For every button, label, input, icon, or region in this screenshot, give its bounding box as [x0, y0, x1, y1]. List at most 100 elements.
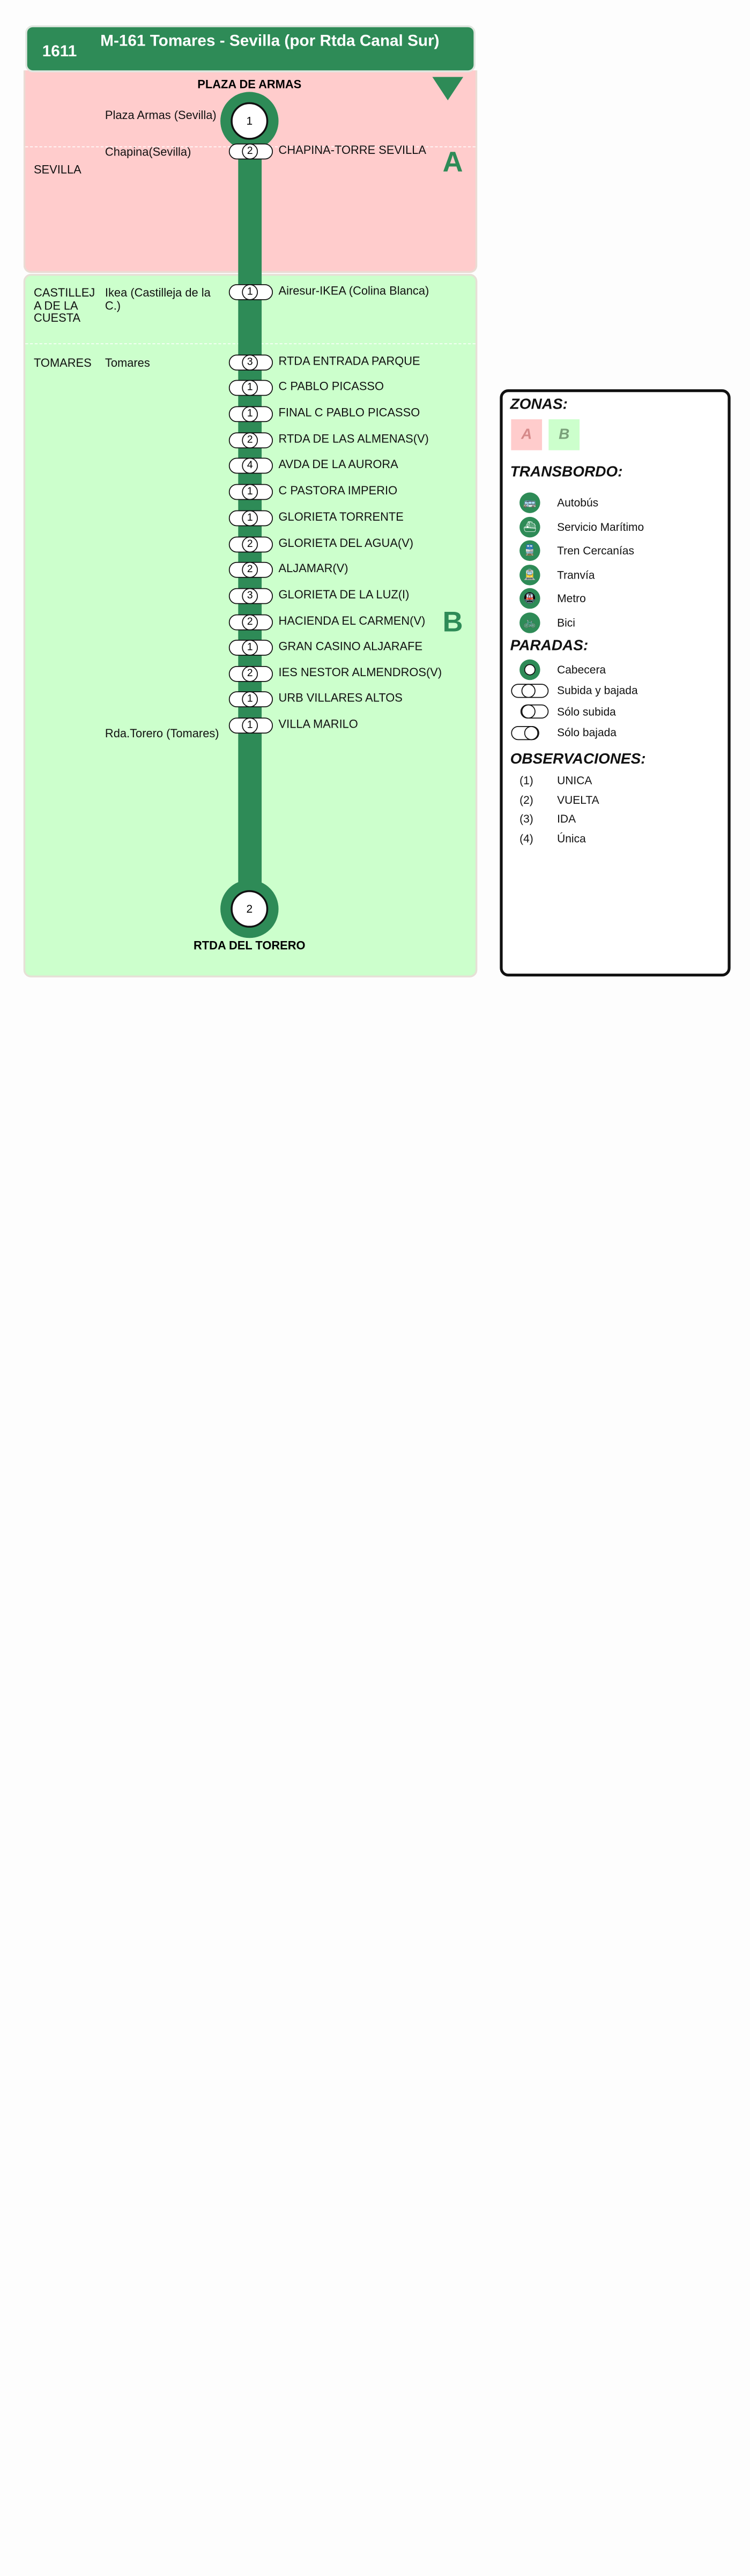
stop-observation-number: 1	[242, 379, 258, 396]
stop-observation-number: 1	[242, 691, 258, 707]
stop-observation-number: 4	[242, 457, 258, 473]
stop-name: URB VILLARES ALTOS	[278, 691, 403, 705]
legend-transbordo-label: Tren Cercanías	[557, 544, 634, 558]
stop-marker: 1	[228, 639, 273, 656]
solo-subida-icon	[520, 704, 549, 719]
bus-icon: 🚌	[519, 492, 540, 513]
legend-parada-label: Subida y bajada	[557, 684, 638, 697]
cabecera-icon	[519, 659, 540, 680]
stop-name: HACIENDA EL CARMEN(V)	[278, 614, 426, 628]
legend-transbordo-label: Metro	[557, 591, 586, 605]
locality-label: Plaza Armas (Sevilla)	[105, 108, 217, 122]
municipality-label: TOMARES	[33, 356, 92, 370]
stop-name: FINAL C PABLO PICASSO	[278, 406, 420, 419]
municipality-label: SEVILLA	[33, 163, 81, 176]
stop-observation-number: 2	[242, 613, 258, 630]
stop-name: Airesur-IKEA (Colina Blanca)	[278, 284, 429, 298]
start-terminal-marker: 1	[220, 92, 279, 150]
route-title: M-161 Tomares - Sevilla (por Rtda Canal …	[100, 32, 440, 50]
legend-transbordo-label: Autobús	[557, 496, 599, 509]
stop-name: VILLA MARILO	[278, 717, 358, 731]
legend-paradas-title: PARADAS:	[510, 638, 589, 654]
legend-transbordo-label: Tranvía	[557, 568, 595, 582]
legend-zonas-title: ZONAS:	[510, 396, 568, 413]
stop-marker: 2	[228, 561, 273, 578]
stop-observation-number: 1	[242, 639, 258, 655]
observacion-label: IDA	[557, 812, 576, 826]
municipality-label: CASTILLEJ A DE LA CUESTA	[33, 286, 95, 325]
stop-marker: 3	[228, 354, 273, 371]
stop-name: AVDA DE LA AURORA	[278, 457, 398, 471]
zone-b-label: B	[442, 606, 463, 638]
stop-marker: 2	[228, 143, 273, 160]
stop-observation-number: 1	[242, 509, 258, 526]
locality-label: Rda.Torero (Tomares)	[105, 727, 219, 741]
observacion-number: (1)	[519, 774, 533, 787]
stop-marker: 1	[228, 717, 273, 734]
stop-name: GLORIETA DEL AGUA(V)	[278, 536, 414, 550]
stop-marker: 2	[228, 432, 273, 449]
stop-observation-number: 3	[242, 354, 258, 371]
stop-name: RTDA DE LAS ALMENAS(V)	[278, 432, 429, 446]
legend-transbordo-label: Bici	[557, 616, 575, 630]
stop-marker: 2	[228, 665, 273, 682]
stop-name: C PASTORA IMPERIO	[278, 484, 398, 498]
legend-parada-label: Cabecera	[557, 663, 606, 677]
zone-a-label: A	[442, 147, 463, 179]
stop-observation-number: 1	[242, 405, 258, 422]
stop-observation-number: 1	[242, 717, 258, 734]
stop-observation-number: 1	[242, 284, 258, 300]
locality-label: Tomares	[105, 356, 150, 370]
observacion-number: (4)	[519, 832, 533, 846]
stop-marker: 4	[228, 457, 273, 474]
train-icon: 🚆	[519, 540, 540, 561]
legend-parada-label: Sólo subida	[557, 705, 616, 719]
legend-zone-b: B	[548, 419, 580, 450]
observacion-label: VUELTA	[557, 793, 599, 807]
observacion-label: Única	[557, 832, 586, 846]
stop-observation-number: 2	[242, 536, 258, 552]
locality-label: Ikea (Castilleja de la C.)	[105, 286, 211, 312]
legend-panel: ZONAS: A B TRANSBORDO: 🚌 Autobús ⛴ Servi…	[500, 389, 731, 977]
terminal-number: 1	[231, 102, 269, 140]
stop-name: C PABLO PICASSO	[278, 380, 384, 393]
end-terminal-marker: 2	[220, 879, 279, 938]
stop-marker: 1	[228, 509, 273, 527]
legend-parada-label: Sólo bajada	[557, 726, 617, 739]
direction-arrow-icon	[432, 77, 464, 101]
stop-name: ALJAMAR(V)	[278, 561, 348, 575]
stop-name: IES NESTOR ALMENDROS(V)	[278, 666, 442, 679]
stop-marker: 2	[228, 613, 273, 631]
observacion-label: UNICA	[557, 774, 592, 787]
line-number: 1611	[42, 42, 77, 60]
observacion-number: (3)	[519, 812, 533, 826]
stop-name: GLORIETA TORRENTE	[278, 510, 404, 524]
stop-marker: 3	[228, 587, 273, 604]
stop-observation-number: 2	[242, 432, 258, 448]
stop-marker: 1	[228, 691, 273, 707]
locality-label: Chapina(Sevilla)	[105, 145, 191, 159]
observacion-number: (2)	[519, 793, 533, 807]
stop-observation-number: 2	[242, 143, 258, 159]
stop-name: GRAN CASINO ALJARAFE	[278, 640, 423, 653]
legend-transbordo-title: TRANSBORDO:	[510, 464, 623, 480]
ship-icon: ⛴	[519, 516, 540, 538]
stop-marker: 1	[228, 284, 273, 300]
end-terminal-name: RTDA DEL TORERO	[194, 939, 306, 952]
bike-icon: 🚲	[519, 612, 540, 633]
stop-name: RTDA ENTRADA PARQUE	[278, 354, 420, 368]
tram-icon: 🚊	[519, 565, 540, 586]
stop-observation-number: 2	[242, 665, 258, 682]
stop-marker: 1	[228, 405, 273, 423]
metro-icon: 🚇	[519, 588, 540, 609]
stop-observation-number: 1	[242, 483, 258, 500]
start-terminal-name: PLAZA DE ARMAS	[197, 78, 302, 91]
legend-transbordo-label: Servicio Marítimo	[557, 520, 644, 534]
stop-observation-number: 3	[242, 587, 258, 604]
stop-observation-number: 2	[242, 561, 258, 578]
route-header: 1611 M-161 Tomares - Sevilla (por Rtda C…	[25, 25, 476, 72]
stop-name: GLORIETA DE LA LUZ(I)	[278, 588, 410, 602]
legend-zone-a: A	[511, 419, 543, 450]
stop-marker: 1	[228, 483, 273, 500]
stop-marker: 1	[228, 379, 273, 396]
